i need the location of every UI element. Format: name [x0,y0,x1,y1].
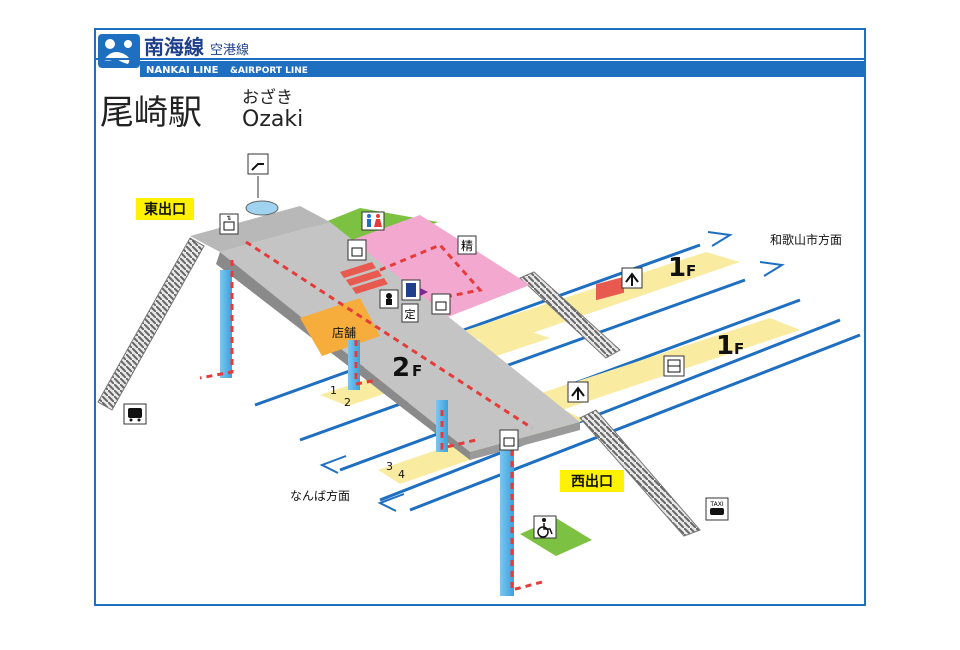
track-3: 3 [386,460,393,473]
line-en-sub: &AIRPORT LINE [230,66,308,76]
pillar-1 [220,270,232,378]
toilet-icon [361,211,385,231]
route-platform-2 [440,410,477,450]
floor-label-2f: 2 F [392,353,422,383]
commuter-pass-icon: 定 [401,303,419,323]
bus-icon [123,403,147,425]
waiting-room-icon-2 [567,381,589,403]
rail-arrows [319,231,785,512]
west-exit-label: 西出口 [560,470,624,492]
concourse-upper [190,206,330,252]
svg-text:1: 1 [716,331,734,361]
escalator-top [245,200,279,216]
wheelchair-icon [533,515,557,539]
taxi-text: TAXI [709,501,723,508]
fare-adjust-icon: 精 [457,235,477,255]
line-sub: 空港線 [210,42,249,58]
ticket-gates [340,262,388,294]
svg-text:F: F [734,340,744,358]
elevator-icon-4 [499,429,519,451]
floor-label-1f-a: 1 F [668,253,696,283]
elevator-icon: ⇅ [219,213,239,235]
commuter-pass-label: 定 [405,307,416,321]
arrow-wakayama-1 [707,231,733,247]
svg-text:F: F [686,262,696,280]
rails [254,243,861,512]
platform-b-upper [520,318,800,414]
ticket-machine-icon [401,279,428,301]
escalator-icon [247,153,269,198]
route-concourse [245,240,533,430]
route-paths [199,240,543,592]
svg-text:東出口: 東出口 [144,201,186,218]
concourse-edge [216,252,470,460]
route-west-exit [510,450,543,592]
station-romaji: Ozaki [242,107,303,132]
track-2: 2 [344,396,351,409]
taxi-icon: TAXI [705,497,729,521]
rail-2 [299,278,746,442]
svg-text:⇅: ⇅ [226,215,231,222]
direction-wakayama: 和歌山市方面 [770,232,842,247]
direction-namba: なんば方面 [290,488,350,503]
platform-stairs-a [519,271,621,359]
east-exit-label: 東出口 [136,198,194,220]
svg-text:2: 2 [392,353,410,383]
arrow-namba-2 [377,493,405,512]
route-platform-1 [354,340,379,386]
arrow-wakayama-2 [759,261,785,277]
header: 南海線 空港線 NANKAI LINE &AIRPORT LINE 尾崎駅 おざ… [96,34,866,133]
line-name: 南海線 [144,35,204,59]
line-en: NANKAI LINE [146,65,219,76]
elevator-icon-3 [431,293,451,315]
staff-icon [379,289,399,309]
fare-adjust-label: 精 [461,239,473,253]
elevator-icon-2 [347,239,367,261]
east-stairs [97,237,205,411]
concourse-front [470,422,580,460]
concourse-main [220,222,580,452]
toilet-area [330,215,530,320]
track-numbers: 1 2 3 4 [330,384,405,481]
track-1: 1 [330,384,337,397]
west-stairs [579,409,701,537]
floor-label-1f-b: 1 F [716,331,744,361]
rail-4 [379,318,841,502]
station-name: 尾崎駅 [100,93,202,133]
header-band [140,61,866,77]
arrow-namba-1 [319,455,347,474]
svg-text:1: 1 [668,253,686,283]
svg-text:F: F [412,362,422,380]
waiting-room-icon [621,267,643,289]
shop-label: 店舗 [332,326,356,340]
stairs [97,237,701,537]
svg-text:西出口: 西出口 [571,473,613,490]
information-icon [663,355,685,377]
rail-5 [409,333,861,512]
nankai-logo-icon [98,34,140,68]
track-4: 4 [398,468,405,481]
station-kana: おざき [242,87,293,108]
platform-bench [596,276,624,301]
route-east-exit [199,260,234,380]
